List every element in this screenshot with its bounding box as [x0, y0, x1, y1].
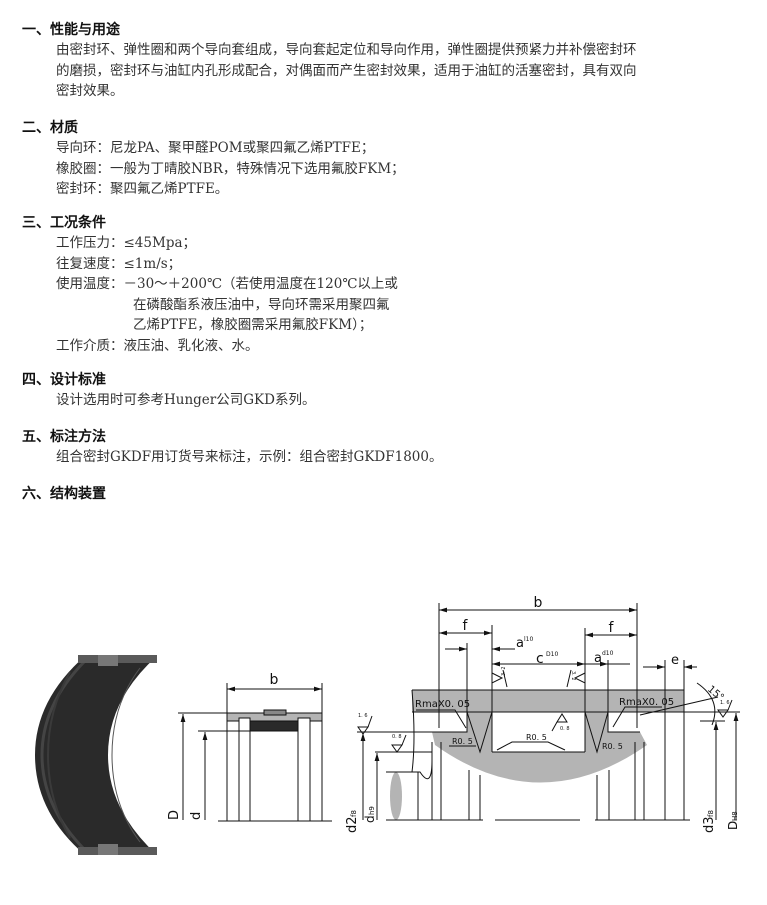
- dim-d3-label: d3: [702, 816, 717, 833]
- text-line: 橡胶圈：一般为丁晴胶NBR，特殊情况下选用氟胶FKM；: [56, 160, 405, 177]
- radius-left: R0. 5: [452, 737, 473, 746]
- heading-structure: 六、结构装置: [22, 486, 106, 502]
- radius-mid: R0. 5: [526, 733, 547, 742]
- detail-labels: b f f a l10 c D10 a d10 e 15° RmaX0. 05 …: [345, 595, 740, 833]
- dim-a-right-label: a: [594, 651, 602, 666]
- dim-d-label: d: [189, 812, 204, 820]
- dim-D-label: D: [167, 810, 182, 820]
- dim-f-right-label: f: [609, 620, 615, 636]
- heading-material: 二、材质: [22, 120, 78, 136]
- dim-dh9-label: d: [363, 815, 377, 823]
- dim-a-right-tol: d10: [602, 650, 614, 657]
- dim-a-left-tol: l10: [524, 636, 533, 643]
- text-line: 设计选用时可参考Hunger公司GKD系列。: [56, 392, 316, 408]
- conditions-text: 工作压力：≤45Mpa； 往复速度：≤1m/s； 使用温度：－30～＋200℃（…: [56, 233, 398, 357]
- text-line: 密封效果。: [56, 83, 124, 100]
- surface-1-6-right: 1. 6: [720, 700, 730, 706]
- seal-3d-render: [35, 655, 157, 855]
- performance-text: 由密封环、弹性圈和两个导向套组成，导向套起定位和导向作用，弹性圈提供预紧力并补偿…: [56, 40, 637, 102]
- surface-0-8-mid: 0. 8: [560, 726, 570, 732]
- dim-dh9-tol: h9: [368, 806, 376, 815]
- dim-d2-label: d2: [345, 816, 360, 833]
- text-line: 乙烯PTFE，橡胶圈需采用氟胶FKM）；: [133, 317, 373, 334]
- surface-3-2-a: 3. 2: [501, 666, 507, 676]
- dim-d2-tol: f8: [350, 810, 358, 817]
- dim-DH8-label: D: [726, 821, 740, 830]
- dim-b-label: b: [534, 595, 543, 611]
- text-line: 使用温度：－30～＋200℃（若使用温度在120℃以上或: [56, 276, 398, 293]
- dim-f-left-label: f: [463, 618, 469, 634]
- text-line: 由密封环、弹性圈和两个导向套组成，导向套起定位和导向作用，弹性圈提供预紧力并补偿…: [56, 42, 637, 58]
- dim-d3-tol: f8: [707, 810, 715, 817]
- surface-3-2-b: 3. 2: [570, 671, 576, 681]
- roughness-rmax-left: RmaX0. 05: [415, 699, 470, 710]
- roughness-rmax-right: RmaX0. 05: [619, 697, 674, 708]
- dim-DH8-tol: H8: [731, 811, 739, 821]
- seal-cross-section-simple: [178, 683, 332, 822]
- standard-text: 设计选用时可参考Hunger公司GKD系列。: [56, 390, 315, 411]
- text-line: 在磷酸酯系液压油中，导向环需采用聚四氟: [133, 296, 390, 313]
- dim-e-label: e: [671, 653, 679, 668]
- surface-0-8-left: 0. 8: [392, 734, 402, 740]
- heading-conditions: 三、工况条件: [22, 215, 106, 231]
- heading-performance: 一、性能与用途: [22, 22, 120, 38]
- dim-a-left-label: a: [516, 636, 524, 651]
- text-line: 密封环：聚四氟乙烯PTFE。: [56, 181, 229, 198]
- heading-standard: 四、设计标准: [22, 372, 106, 388]
- dim-c-label: c: [536, 651, 544, 667]
- surface-1-6-left: 1. 6: [358, 713, 368, 719]
- text-line: 的磨损，密封环与油缸内孔形成配合，对偶面而产生密封效果，适用于油缸的活塞密封，具…: [56, 62, 637, 79]
- heading-marking: 五、标注方法: [22, 429, 106, 445]
- text-line: 组合密封GKDF用订货号来标注，示例：组合密封GKDF1800。: [56, 449, 443, 465]
- text-line: 导向环：尼龙PA、聚甲醛POM或聚四氟乙烯PTFE；: [56, 140, 375, 156]
- text-line: 工作压力：≤45Mpa；: [56, 235, 197, 251]
- text-line: 往复速度：≤1m/s；: [56, 255, 182, 272]
- dim-c-tol: D10: [546, 651, 558, 658]
- marking-text: 组合密封GKDF用订货号来标注，示例：组合密封GKDF1800。: [56, 447, 442, 468]
- seal-groove-detail-drawing: [357, 603, 740, 821]
- radius-right: R0. 5: [602, 742, 623, 751]
- material-text: 导向环：尼龙PA、聚甲醛POM或聚四氟乙烯PTFE； 橡胶圈：一般为丁晴胶NBR…: [56, 138, 405, 200]
- text-line: 工作介质：液压油、乳化液、水。: [56, 337, 259, 354]
- dim-b-label: b: [270, 672, 279, 688]
